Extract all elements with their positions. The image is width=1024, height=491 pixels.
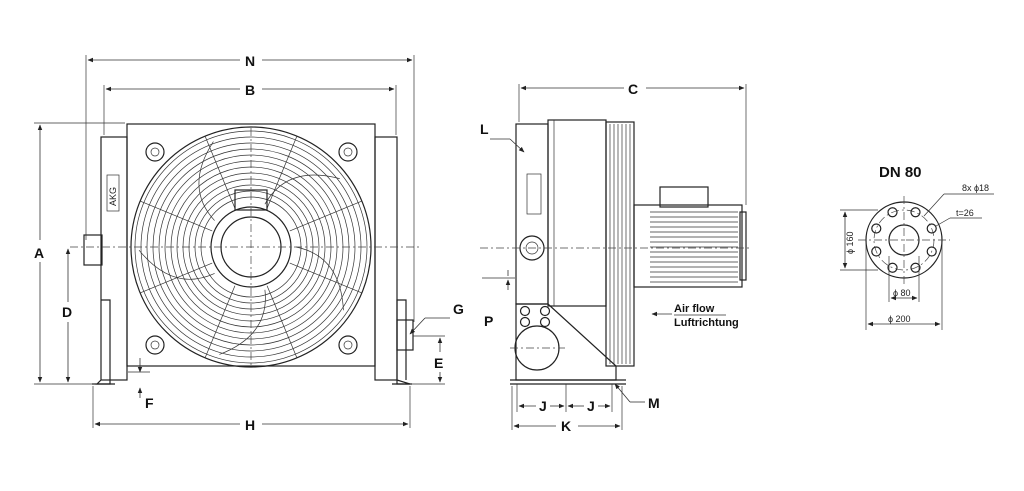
side-bracket	[515, 303, 617, 381]
bolt-circle-label: ϕ 160	[845, 231, 855, 254]
dim-label-G: G	[453, 301, 464, 317]
side-bolts	[519, 305, 551, 328]
dim-label-K: K	[561, 418, 571, 434]
mount-bolt-bl	[145, 335, 165, 355]
flange-view: DN 80 8x ϕ18 t=26 ϕ 160 ϕ 80 ϕ 200	[840, 164, 994, 330]
dim-label-A: A	[34, 245, 44, 261]
motor	[633, 186, 747, 288]
dim-label-D: D	[62, 304, 72, 320]
fan-housing	[126, 123, 376, 367]
dim-label-P: P	[484, 313, 493, 329]
flange-holes-label: 8x ϕ18	[962, 183, 989, 193]
airflow-label-en: Air flow	[674, 303, 715, 315]
brand-plate	[106, 174, 120, 212]
dim-label-M: M	[648, 395, 660, 411]
mount-bolt-tr	[338, 142, 358, 162]
dim-label-E: E	[434, 355, 443, 371]
front-dimensions: N B A D E G F H	[34, 53, 464, 433]
flange-bolt-holes	[871, 207, 937, 273]
side-view: Air flow Luftrichtung	[480, 119, 752, 385]
side-dimensions: C L P J J K M	[480, 81, 747, 434]
dim-label-C: C	[628, 81, 638, 97]
outlet-stub-right	[396, 319, 414, 351]
brand-text: AKG	[108, 187, 118, 206]
mount-bolt-br	[338, 335, 358, 355]
left-tank	[100, 136, 128, 381]
flange-title: DN 80	[879, 164, 922, 181]
dim-label-H: H	[245, 417, 255, 433]
side-housing	[547, 119, 607, 307]
dim-label-L: L	[480, 121, 489, 137]
inner-dia-label: ϕ 80	[893, 288, 911, 298]
right-tank	[374, 136, 398, 381]
dim-label-N: N	[245, 53, 255, 69]
dim-label-J-left: J	[539, 398, 547, 414]
front-view: AKG	[70, 123, 420, 385]
side-plate	[526, 173, 542, 215]
outer-dia-label: ϕ 200	[888, 314, 911, 324]
mount-bolt-tl	[145, 142, 165, 162]
dim-label-B: B	[245, 82, 255, 98]
flange-thickness-label: t=26	[956, 208, 974, 218]
left-foot	[95, 299, 111, 385]
inlet-stub-left	[83, 234, 103, 266]
dim-label-J-right: J	[587, 398, 595, 414]
dim-label-F: F	[145, 395, 154, 411]
airflow-label-de: Luftrichtung	[674, 317, 739, 329]
right-foot	[396, 299, 411, 385]
